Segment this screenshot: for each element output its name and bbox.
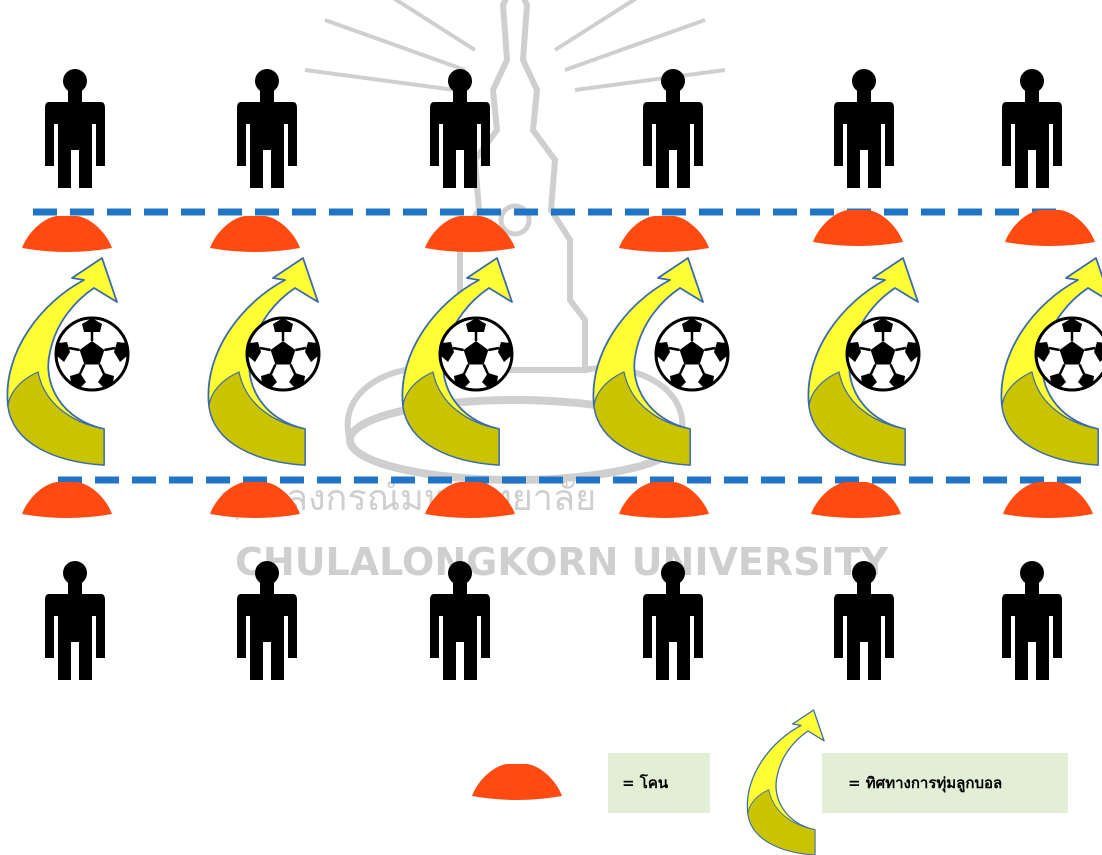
cone-icon bbox=[811, 482, 901, 518]
cone-icon bbox=[22, 482, 112, 518]
legend-cone-label: = โคน bbox=[622, 774, 669, 792]
person-icon bbox=[237, 69, 297, 188]
watermark-english-text: CHULALONGKORN UNIVERSITY bbox=[235, 540, 889, 584]
cone-icon bbox=[22, 216, 112, 252]
arrows-row bbox=[6, 257, 1102, 466]
soccer-ball-icon bbox=[245, 316, 321, 392]
person-icon bbox=[1002, 561, 1062, 680]
cone-icon bbox=[619, 482, 709, 518]
soccer-ball-icon bbox=[654, 316, 730, 392]
cone-icon bbox=[619, 216, 709, 252]
soccer-ball-icon bbox=[845, 316, 921, 392]
legend-cone-icon bbox=[472, 764, 562, 800]
person-icon bbox=[1002, 69, 1062, 188]
cone-icon bbox=[210, 216, 300, 252]
soccer-ball-icon bbox=[438, 316, 514, 392]
legend-arrow-label-box: = ทิศทางการทุ่มลูกบอล bbox=[822, 753, 1068, 813]
watermark: จุฬาลงกรณ์มหาวิทยาลัย CHULALONGKORN UNIV… bbox=[220, 0, 889, 584]
person-icon bbox=[643, 69, 703, 188]
person-icon bbox=[834, 69, 894, 188]
legend-arrow-icon bbox=[746, 709, 825, 855]
cone-icon bbox=[1003, 482, 1093, 518]
soccer-ball-icon bbox=[1034, 316, 1102, 392]
legend-cone-label-box: = โคน bbox=[608, 753, 710, 813]
soccer-ball-icon bbox=[54, 316, 130, 392]
person-icon bbox=[45, 561, 105, 680]
person-icon bbox=[45, 69, 105, 188]
legend-arrow-label: = ทิศทางการทุ่มลูกบอล bbox=[848, 774, 1003, 792]
